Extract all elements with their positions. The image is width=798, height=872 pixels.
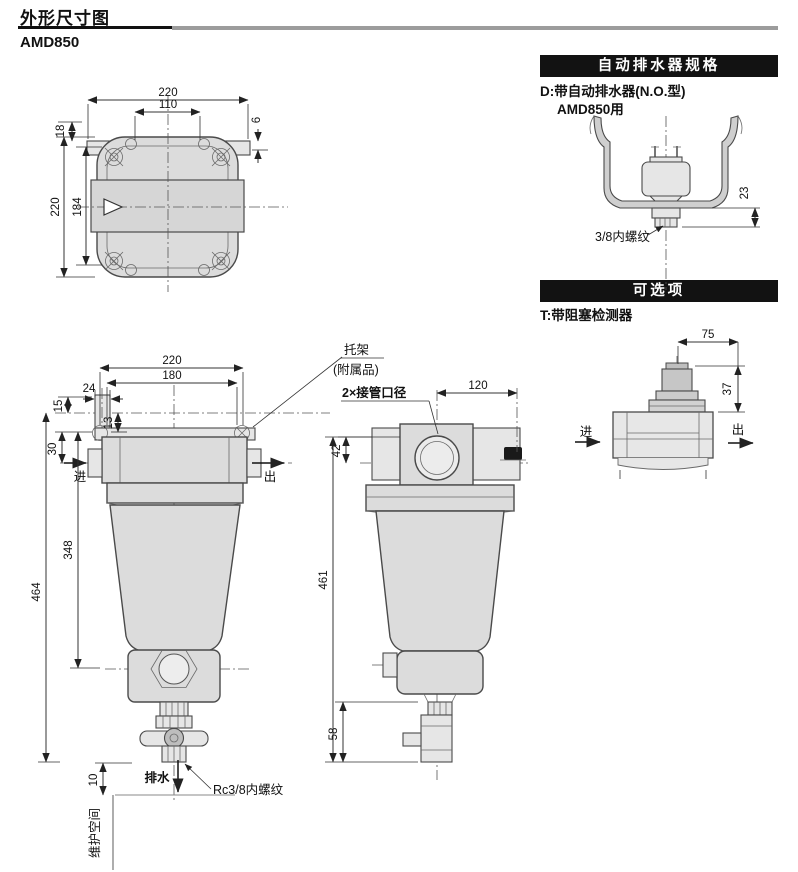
side-view-port-label: 2×接管口径 [342, 385, 407, 400]
front-view-dim-10: 10 [88, 774, 100, 787]
side-view-drain-valve [420, 714, 453, 763]
side-view: 2×接管口径 120 42 461 58 [318, 380, 530, 780]
auto-drain-bowl [593, 115, 739, 209]
auto-drain-thread-label: 3/8内螺纹 [595, 230, 650, 244]
auto-drain-desc-line1: D:带自动排水器(N.O.型) [540, 84, 686, 99]
title-underline [18, 26, 172, 29]
front-view-dim-348: 348 [63, 540, 75, 559]
front-view-dim-width: 220 [162, 355, 181, 367]
top-view-dim-width: 220 [158, 87, 177, 99]
top-view-dim-height-inner: 184 [72, 197, 84, 217]
options-panel-header: 可选项 [540, 280, 778, 302]
side-view-knob [504, 447, 522, 460]
options-out-label: 出 [732, 423, 745, 437]
side-view-bowl [375, 510, 505, 652]
top-view-bolt-holes [104, 138, 231, 276]
top-view-dim-height: 220 [50, 197, 62, 216]
model-name: AMD850 [20, 34, 80, 51]
front-view-dim-width-inner: 180 [162, 370, 181, 382]
auto-drain-dim-23: 23 [739, 187, 751, 200]
front-view-dim-24: 24 [83, 383, 96, 395]
top-view: 220 110 18 6 220 184 [50, 87, 288, 292]
front-view-in-label: 进 [74, 470, 87, 484]
auto-drain-panel-header: 自动排水器规格 [540, 55, 778, 77]
side-view-dim-461: 461 [318, 570, 330, 589]
page-title: 外形尺寸图 [20, 9, 110, 28]
front-view-drain-valve [139, 715, 209, 763]
options-in-label: 进 [580, 425, 593, 439]
front-view-dim-13: 13 [103, 417, 115, 430]
front-view-space-label: 维护空间 [88, 808, 102, 858]
options-body [612, 411, 714, 459]
front-view-bracket-label-2: (附属品) [333, 363, 379, 377]
auto-drain-desc-line2: AMD850用 [557, 102, 624, 117]
title-rule [172, 26, 778, 30]
front-view-thread-label: Rc3/8内螺纹 [213, 783, 284, 797]
flow-direction-arrow [103, 198, 124, 216]
front-view-dim-30: 30 [47, 443, 59, 456]
front-view-body-block [101, 436, 248, 484]
front-view-bowl [109, 504, 241, 652]
auto-drain-drawing: 23 3/8内螺纹 [589, 115, 760, 290]
options-drawing: 75 37 进 出 [575, 329, 754, 479]
side-view-dim-58: 58 [328, 728, 340, 741]
auto-drain-float [641, 146, 691, 202]
front-view-dim-15: 15 [53, 400, 65, 413]
options-dim-75: 75 [702, 329, 715, 341]
front-view-dim-464: 464 [31, 582, 43, 602]
top-view-dim-left-top: 18 [55, 125, 67, 138]
top-view-dim-right-top: 6 [251, 117, 263, 123]
options-dim-37: 37 [722, 383, 734, 396]
front-view: 托架 (附属品) [31, 343, 384, 870]
side-view-dim-120: 120 [468, 380, 487, 392]
front-view-out-label: 出 [264, 470, 277, 484]
top-view-dim-width-inner: 110 [159, 99, 177, 111]
side-view-port [414, 435, 460, 481]
front-view-drain-label: 排水 [144, 770, 170, 785]
options-desc-line1: T:带阻塞检测器 [540, 308, 633, 323]
front-view-bracket-label: 托架 [344, 343, 369, 357]
clog-detector [648, 362, 706, 413]
